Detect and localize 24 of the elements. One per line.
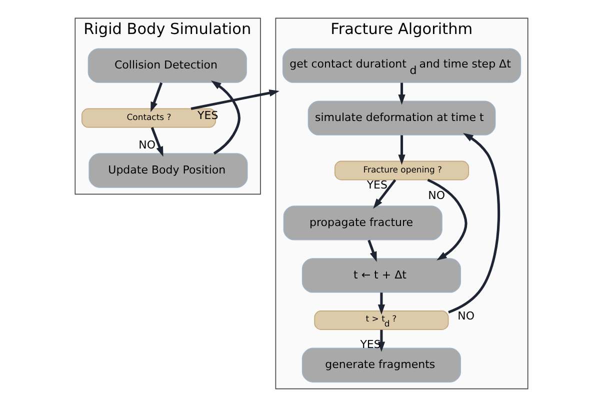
arrow <box>150 82 162 112</box>
arrow <box>150 127 163 157</box>
arrow <box>426 178 467 260</box>
edge-label: NO <box>138 138 156 152</box>
node-box: propagate fracture <box>282 206 442 240</box>
arrow <box>398 82 405 105</box>
node-box: simulate deformation at time t <box>307 100 496 136</box>
arrow <box>377 330 385 352</box>
arrow <box>448 132 500 314</box>
arrow <box>398 135 405 165</box>
node-box: t ← t + Δt <box>301 258 460 293</box>
node-box: generate fragments <box>301 348 460 382</box>
edge-label: YES <box>197 109 218 122</box>
arrow <box>210 80 240 155</box>
edge-label: NO <box>428 188 445 202</box>
arrow <box>377 292 385 315</box>
arrow <box>372 179 396 209</box>
node-box: Update Body Position <box>88 153 248 188</box>
arrow <box>190 89 279 110</box>
edge-label: YES <box>366 178 387 192</box>
node-box: Collision Detection <box>87 48 246 83</box>
arrow <box>367 240 376 262</box>
edge-label: NO <box>457 310 474 323</box>
node-box: Fracture opening ? <box>334 160 469 180</box>
